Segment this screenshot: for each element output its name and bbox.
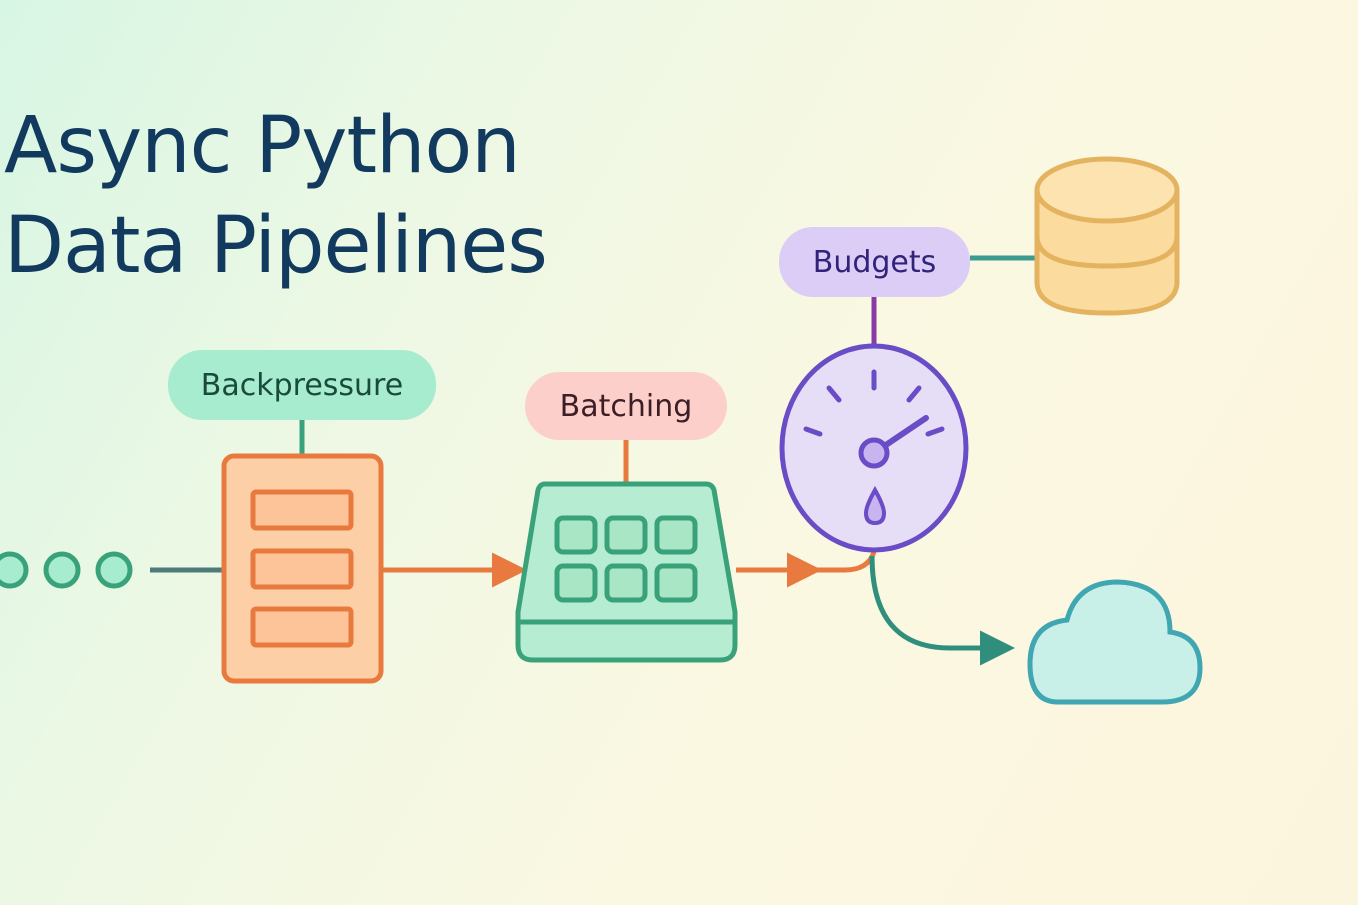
batching-label: Batching [525, 372, 727, 440]
meter-orange-curve [815, 551, 877, 573]
budgets-label: Budgets [779, 227, 970, 297]
title-line-2: Data Pipelines [4, 201, 548, 291]
title-line-1: Async Python [4, 101, 521, 191]
page-title: Async Python Data Pipelines [4, 96, 548, 296]
cloud-icon [1027, 579, 1203, 705]
dots-icon [0, 551, 133, 589]
queue-icon [221, 453, 384, 684]
database-icon [1034, 156, 1180, 316]
grid-tray-icon [515, 481, 738, 663]
meter-to-cloud-arrow [869, 555, 1015, 666]
backpressure-label: Backpressure [168, 350, 436, 420]
gauge-icon [779, 343, 969, 553]
